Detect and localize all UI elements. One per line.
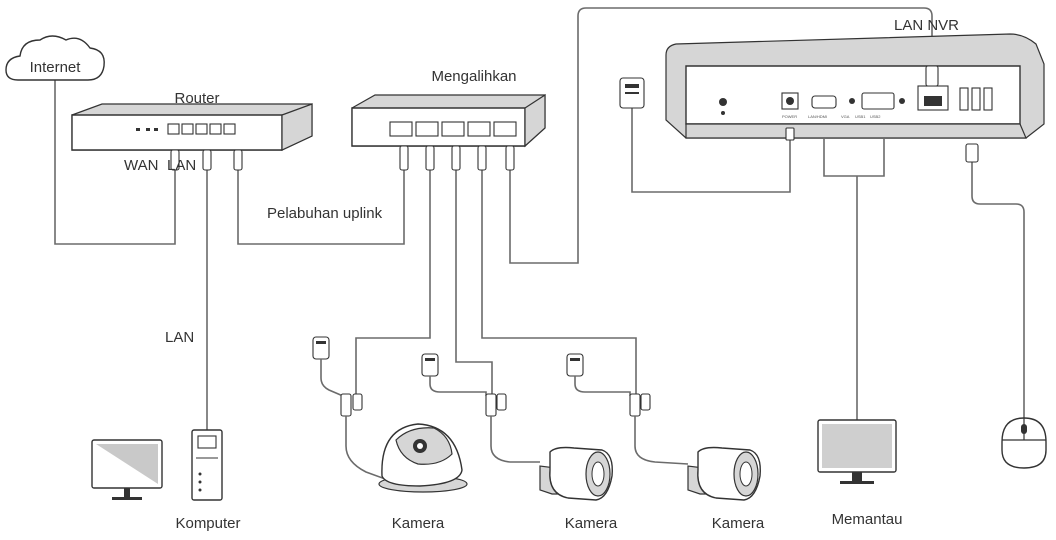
camera-3-label: Kamera bbox=[712, 515, 765, 532]
camera-1-cabling bbox=[312, 336, 389, 481]
wire-nvr-power-adapter bbox=[631, 108, 791, 193]
camera-2-label: Kamera bbox=[565, 515, 618, 532]
router-label: Router bbox=[174, 90, 219, 107]
wire-internet-router bbox=[54, 80, 176, 245]
switch-ports bbox=[389, 121, 517, 137]
nvr-power-label: POWER bbox=[782, 114, 797, 119]
camera-2-cabling bbox=[421, 353, 540, 463]
switch-device: Mengalihkan bbox=[351, 68, 546, 171]
power-adapter-icon bbox=[619, 77, 645, 109]
monitor-label: Memantau bbox=[832, 511, 903, 528]
nvr-hdmi-label: LAN/HDMI bbox=[808, 114, 827, 119]
computer-tower-icon bbox=[191, 429, 223, 501]
cloud-icon: Internet bbox=[5, 35, 105, 81]
computer-label: Komputer bbox=[175, 515, 240, 532]
wire-nvr-mouse bbox=[971, 162, 1025, 418]
router-lan-label: LAN bbox=[167, 157, 196, 174]
lan-computer-label: LAN bbox=[165, 329, 194, 346]
usb-ports bbox=[959, 87, 993, 111]
internet-label: Internet bbox=[30, 59, 82, 76]
uplink-label: Pelabuhan uplink bbox=[267, 205, 383, 222]
wire-switch-camera-1 bbox=[355, 170, 431, 396]
router-device: Router bbox=[71, 90, 313, 171]
nvr-device: LAN NVR POWER LAN/HDMI VGA USB1 USB2 bbox=[665, 17, 1045, 163]
dome-camera-icon bbox=[378, 423, 468, 493]
wire-switch-nvr bbox=[509, 7, 933, 264]
camera-3-cabling bbox=[566, 353, 689, 465]
monitor-icon bbox=[817, 419, 897, 484]
mouse-icon bbox=[1001, 417, 1047, 469]
nvr-usb2-label: USB2 bbox=[870, 114, 881, 119]
camera-1-label: Kamera bbox=[392, 515, 445, 532]
computer-monitor-icon bbox=[91, 439, 163, 500]
nvr-vga-label: VGA bbox=[841, 114, 850, 119]
wire-switch-camera-2 bbox=[455, 170, 493, 396]
wire-switch-camera-3 bbox=[481, 170, 637, 396]
nvr-lan-label: LAN NVR bbox=[894, 17, 959, 34]
bullet-camera-icon-1 bbox=[539, 446, 613, 501]
wire-router-switch-uplink bbox=[237, 170, 405, 245]
hdmi-cable bbox=[823, 138, 885, 177]
router-ports bbox=[167, 123, 236, 135]
switch-label: Mengalihkan bbox=[431, 68, 516, 85]
bullet-camera-icon-2 bbox=[687, 446, 761, 501]
wan-label: WAN bbox=[124, 157, 158, 174]
nvr-usb1-label: USB1 bbox=[855, 114, 866, 119]
